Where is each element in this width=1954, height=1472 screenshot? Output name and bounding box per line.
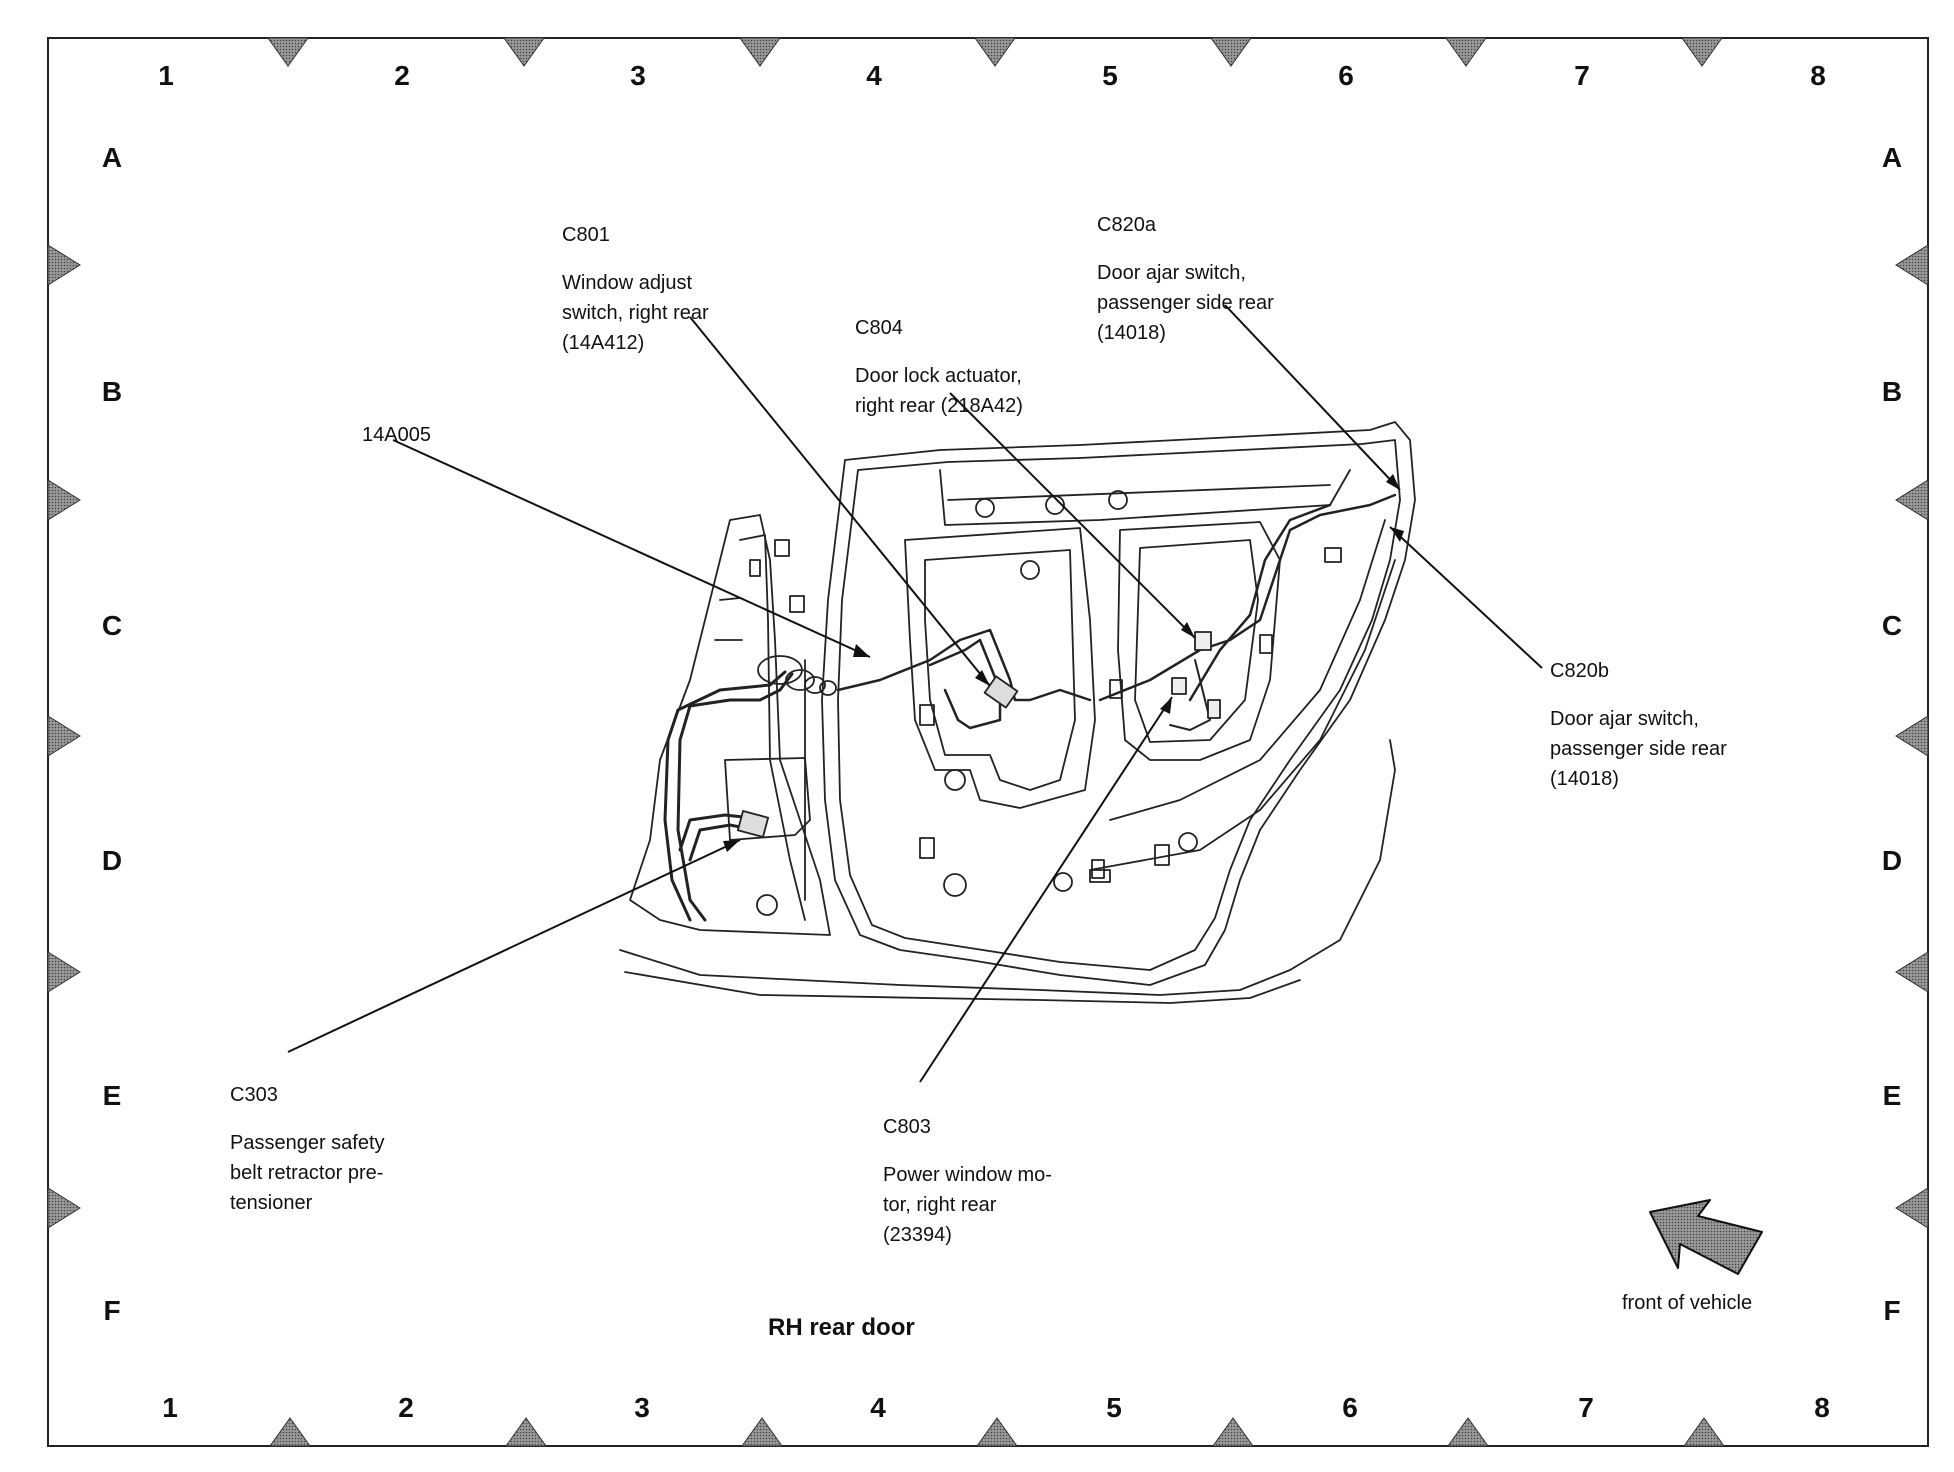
top-markers — [267, 37, 1723, 67]
leader-lines — [287, 304, 1543, 1083]
leader-14a005 — [392, 439, 871, 658]
col-label-top-1: 1 — [158, 60, 174, 91]
callout-code: C803 — [883, 1116, 931, 1138]
col-label-bottom-5: 5 — [1106, 1392, 1122, 1423]
row-label-left-c: C — [101, 610, 123, 641]
col-label-bottom-2: 2 — [398, 1392, 414, 1423]
row-label-right-d: D — [1881, 845, 1903, 876]
col-label-top-7: 7 — [1574, 60, 1590, 91]
rh-rear-door-illustration — [619, 421, 1416, 1004]
col-label-bottom-4: 4 — [870, 1392, 886, 1423]
front-of-vehicle-label: front of vehicle — [1622, 1292, 1753, 1314]
wiring-harness — [676, 672, 794, 922]
col-label-top-5: 5 — [1102, 60, 1118, 91]
col-label-top-6: 6 — [1338, 60, 1354, 91]
row-label-left-d: D — [101, 845, 123, 876]
row-label-right-b: B — [1881, 376, 1903, 407]
callout-description: Power window mo- tor, right rear (23394) — [883, 1164, 1052, 1246]
callout-c804: C804 Door lock actuator, right rear (218… — [855, 295, 1023, 439]
leader-c803 — [919, 696, 1173, 1083]
col-label-bottom-1: 1 — [162, 1392, 178, 1423]
row-label-right-a: A — [1881, 142, 1903, 173]
col-label-top-3: 3 — [630, 60, 646, 91]
callout-c820a: C820a Door ajar switch, passenger side r… — [1097, 192, 1274, 366]
col-label-top-2: 2 — [394, 60, 410, 91]
diagram-title: RH rear door — [768, 1314, 915, 1341]
callout-code: C820a — [1097, 214, 1156, 236]
col-label-bottom-8: 8 — [1814, 1392, 1830, 1423]
callout-c803: C803 Power window mo- tor, right rear (2… — [883, 1094, 1052, 1268]
leader-c801 — [689, 316, 991, 687]
row-label-left-b: B — [101, 376, 123, 407]
leader-c820b — [1389, 526, 1543, 669]
col-label-top-4: 4 — [866, 60, 882, 91]
callout-description: Window adjust switch, right rear (14A412… — [562, 272, 709, 354]
row-label-left-e: E — [102, 1080, 122, 1111]
callout-14a005: 14A005 — [362, 402, 431, 468]
c804-connector — [1194, 631, 1212, 651]
row-label-right-c: C — [1881, 610, 1903, 641]
callout-description: Door ajar switch, passenger side rear (1… — [1550, 708, 1727, 790]
right-markers — [1895, 244, 1929, 1229]
col-label-bottom-6: 6 — [1342, 1392, 1358, 1423]
leader-c820a — [1224, 304, 1401, 491]
b-pillar — [629, 514, 831, 936]
callout-c801: C801 Window adjust switch, right rear (1… — [562, 202, 709, 376]
callout-description: Door lock actuator, right rear (218A42) — [855, 365, 1023, 417]
callout-code: C303 — [230, 1084, 278, 1106]
callout-c820b: C820b Door ajar switch, passenger side r… — [1550, 638, 1727, 812]
row-label-left-a: A — [101, 142, 123, 173]
callout-c303: C303 Passenger safety belt retractor pre… — [230, 1062, 385, 1236]
callout-description: Passenger safety belt retractor pre- ten… — [230, 1132, 385, 1214]
row-label-right-e: E — [1882, 1080, 1902, 1111]
leader-c804 — [949, 392, 1196, 639]
c303-connector — [736, 810, 770, 838]
front-of-vehicle-arrow-icon — [1649, 1199, 1763, 1275]
callout-code: C804 — [855, 317, 903, 339]
left-markers — [47, 244, 81, 1229]
bottom-markers — [269, 1417, 1725, 1447]
sill — [619, 739, 1396, 996]
leader-arrowheads — [723, 474, 1404, 852]
row-label-left-f: F — [103, 1295, 121, 1326]
door-outline — [821, 421, 1416, 986]
col-label-bottom-7: 7 — [1578, 1392, 1594, 1423]
col-label-bottom-3: 3 — [634, 1392, 650, 1423]
row-label-right-f: F — [1883, 1295, 1901, 1326]
callout-code: 14A005 — [362, 424, 431, 446]
c801-connector — [983, 675, 1019, 709]
col-label-top-8: 8 — [1810, 60, 1826, 91]
callout-code: C801 — [562, 224, 610, 246]
leader-c303 — [287, 839, 741, 1053]
inner-panel — [904, 527, 1096, 809]
callout-description: Door ajar switch, passenger side rear (1… — [1097, 262, 1274, 344]
c803-connector — [1171, 677, 1187, 695]
callout-code: C820b — [1550, 660, 1609, 682]
